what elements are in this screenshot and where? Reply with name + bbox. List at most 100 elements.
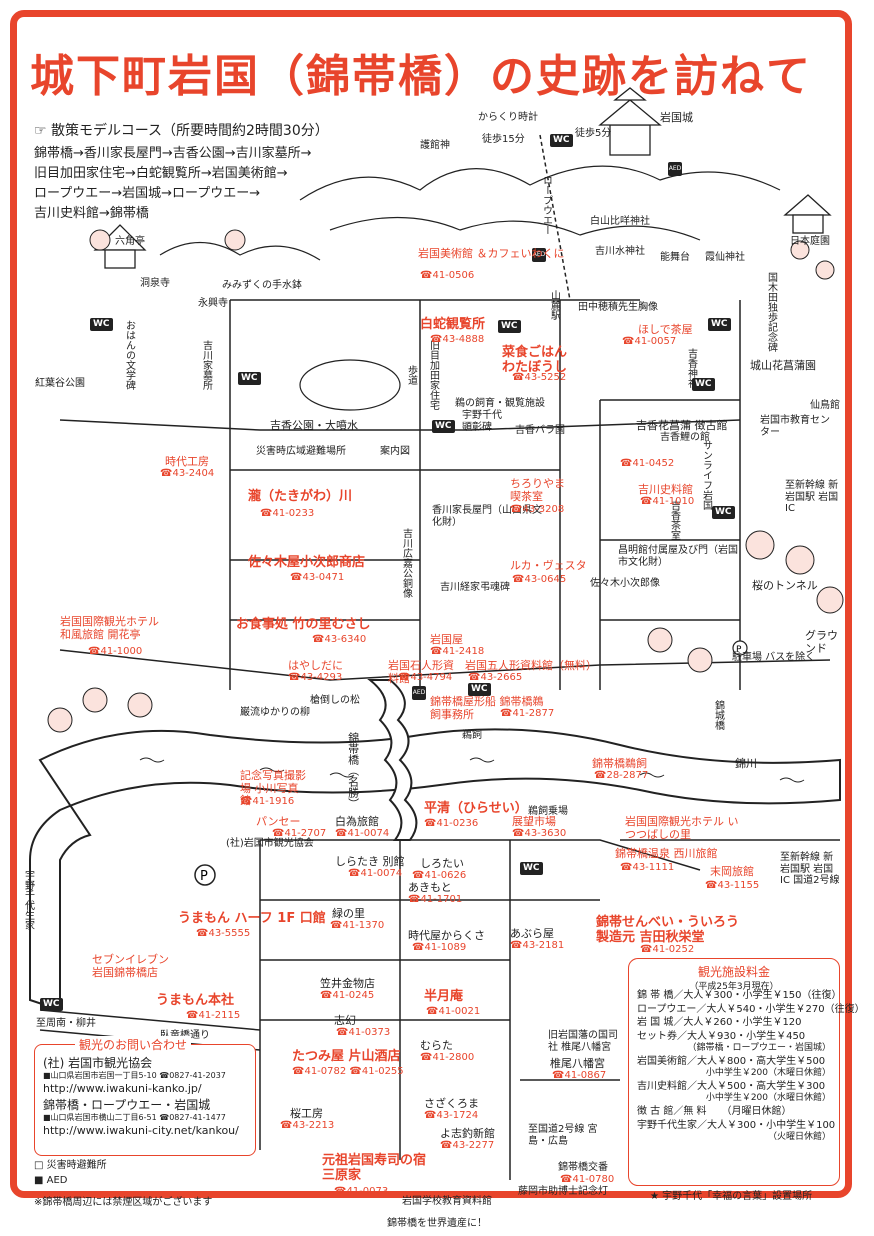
shop-tel: ☎43-3208 — [510, 504, 565, 515]
shop-label: 錦帯橋鵜飼 — [592, 757, 647, 770]
shop-label: ほしで茶屋 — [638, 323, 693, 336]
inquiry-box: 観光のお問い合わせ (社) 岩国市観光協会 ■山口県岩国市岩国一丁目5-10 ☎… — [34, 1036, 256, 1156]
label-ohan: おはんの文学碑 — [123, 320, 135, 390]
shop-label: 半月庵 — [424, 989, 464, 1004]
wc-icon: WC — [238, 372, 261, 385]
wc-icon: WC — [692, 378, 715, 391]
svg-text:P: P — [200, 869, 208, 884]
fee-caption: 観光施設料金 — [697, 965, 770, 979]
world-heritage-note: 錦帯橋を世界遺産に！ — [387, 1218, 487, 1229]
shop-tel: ☎43-4293 — [288, 672, 343, 683]
course-line-2: 旧目加田家住宅→白蛇観覧所→岩国美術館→ — [34, 166, 288, 181]
label-fujioka: 藤岡市助博士記念灯 — [518, 1186, 608, 1197]
wc-icon: WC — [708, 318, 731, 331]
shop-tel: ☎43-2404 — [160, 468, 215, 479]
shop-label: 椎尾八幡宮 — [550, 1057, 605, 1070]
label-ganryu: 巌流ゆかりの柳 — [240, 707, 310, 718]
shop-label: 錦帯橋温泉 西川旅館 — [615, 847, 718, 860]
label-ropeway: ロープウエー — [540, 175, 552, 235]
wc-icon: WC — [520, 862, 543, 875]
label-kikkawa-tomb: 吉川広嘉公銅像 — [400, 528, 412, 598]
shop-tel: ☎41-0073 — [334, 1186, 389, 1197]
label-kouyou: 紅葉谷公園 — [35, 378, 85, 389]
fee-row: 岩 国 城／大人￥260・小学生￥120 — [637, 1017, 802, 1028]
label-senshokan: 仙鳥館 — [810, 400, 840, 411]
shop-tel: ☎43-2213 — [280, 1120, 335, 1131]
shop-tel: ☎43-1111 — [620, 862, 675, 873]
shop-label: 錦帯せんべい・ういろう製造元 吉田秋栄堂 — [596, 915, 740, 945]
label-shirayama: 白山比咩神社 — [590, 216, 650, 227]
shop-tel: ☎41-0233 — [260, 508, 315, 519]
fee-row: 小中学生￥200（水曜日休館） — [705, 1093, 831, 1104]
smoking-note: ※錦帯橋周辺には禁煙区域がございます — [34, 1197, 213, 1208]
shop-label: 時代屋からくさ — [408, 929, 485, 942]
label-tsuya: 旧岩国藩の国司社 椎尾八幡宮 — [548, 1030, 618, 1053]
shop-tel: ☎43-2665 — [468, 672, 523, 683]
shop-label: ルカ・ヴェスタ — [510, 559, 587, 572]
shop-tel: ☎41-2418 — [430, 646, 485, 657]
shop-label: しらたき 別館 — [335, 855, 405, 868]
label-to-kokudo: 至国道2号線 宮島・広島 — [528, 1124, 598, 1147]
shop-tel: ☎41-0074 — [348, 868, 403, 879]
shop-label: 笠井金物店 — [320, 977, 375, 990]
label-kikkawa-suijinja: 吉川水神社 — [595, 246, 645, 257]
wc-icon: WC — [550, 134, 573, 147]
shop-tel: ☎41-1370 — [330, 920, 385, 931]
label-shukoku: 鵜飼 — [462, 730, 482, 741]
shop-tel: ☎41-2800 — [420, 1052, 475, 1063]
map-legend: □ 災害時避難所 ■ AED — [34, 1158, 107, 1188]
label-toukeiji: 洞泉寺 — [140, 278, 170, 289]
shop-tel: ☎43-3630 — [512, 828, 567, 839]
shop-label: 緑の里 — [332, 907, 365, 920]
shop-label: お食事処 竹の里むさし — [236, 617, 371, 632]
wc-icon: WC — [468, 683, 491, 696]
shop-label: 岩国五人形資料館（無料） — [465, 659, 597, 672]
fee-row: 吉川史料館／大人￥500・高大学生￥300 — [637, 1080, 826, 1092]
label-kyoiku: 岩国市教育センター — [760, 415, 830, 438]
label-nihonteien: 日本庭園 — [790, 236, 830, 247]
shop-tel: ☎43-5555 — [196, 928, 251, 939]
shop-tel: ☎41-0245 — [320, 990, 375, 1001]
shop-tel: ☎41-1701 — [408, 894, 463, 905]
org2-url[interactable]: http://www.iwakuni-city.net/kankou/ — [43, 1123, 239, 1137]
parking-icon-2: P — [732, 640, 748, 656]
shop-label: うまもん ハーフ 1F 口館 — [178, 911, 326, 926]
wc-icon: WC — [498, 320, 521, 333]
shop-label: パンセー — [256, 815, 301, 828]
label-hakuda-shisetsu: 鵜の飼育・観覧施設 — [455, 398, 545, 409]
shop-label: 菜食ごはん わたぼうし — [502, 345, 568, 375]
label-sanroku: 山麓駅 — [548, 290, 560, 320]
shop-label: 展望市場 — [512, 815, 556, 828]
shop-tel: ☎41-0626 — [412, 870, 467, 881]
label-uno: 宇野千代顕彰碑 — [462, 410, 502, 433]
shop-label: 佐々木屋小次郎商店 — [248, 555, 366, 570]
shop-tel: ☎41-0021 — [426, 1006, 481, 1017]
aed-icon: AED — [668, 162, 682, 176]
label-kikkawa-bosho: 吉川家墓所 — [200, 340, 212, 390]
shop-label: 岩国国際観光ホテル 和風旅館 開花亭 — [60, 615, 159, 641]
label-yamaguchi-gate: 昌明館付属屋及び門（岩国市文化財） — [618, 545, 738, 568]
wc-icon: WC — [90, 318, 113, 331]
shop-label: 岩国石人形資料館 — [388, 659, 454, 685]
fee-row: （錦帯橋・ロープウエー・岩国城） — [687, 1043, 831, 1053]
org1-url[interactable]: http://www.iwakuni-kanko.jp/ — [43, 1081, 202, 1095]
shop-label: 瀧（たきがわ）川 — [248, 489, 353, 504]
shop-label: さざくろま — [424, 1097, 479, 1110]
shop-tel: ☎43-1724 — [424, 1110, 479, 1121]
label-bousai: 災害時広域避難場所 — [256, 446, 346, 457]
label-shiroyama-bosho: 城山花菖蒲園 — [750, 359, 816, 372]
label-kikkou-rose: 吉香バラ園 — [515, 425, 565, 436]
svg-text:P: P — [736, 645, 742, 655]
shop-label: 白蛇観覧所 — [420, 317, 486, 332]
label-sakashita: 槍倒しの松 — [310, 695, 360, 706]
kikkou-pond — [299, 359, 401, 411]
shop-tel: ☎41-1089 — [412, 942, 467, 953]
label-castle: 岩国城 — [660, 111, 693, 124]
course-line-3: ロープウエー→岩国城→ロープウエー→ — [34, 186, 261, 201]
label-eikoji: 永興寺 — [198, 298, 228, 309]
wc-icon: WC — [40, 998, 63, 1011]
label-hodo: 歩道 — [405, 365, 417, 385]
shop-label: 志幻 — [334, 1014, 356, 1027]
roads — [39, 299, 840, 1180]
mountain-ridges — [159, 165, 781, 261]
